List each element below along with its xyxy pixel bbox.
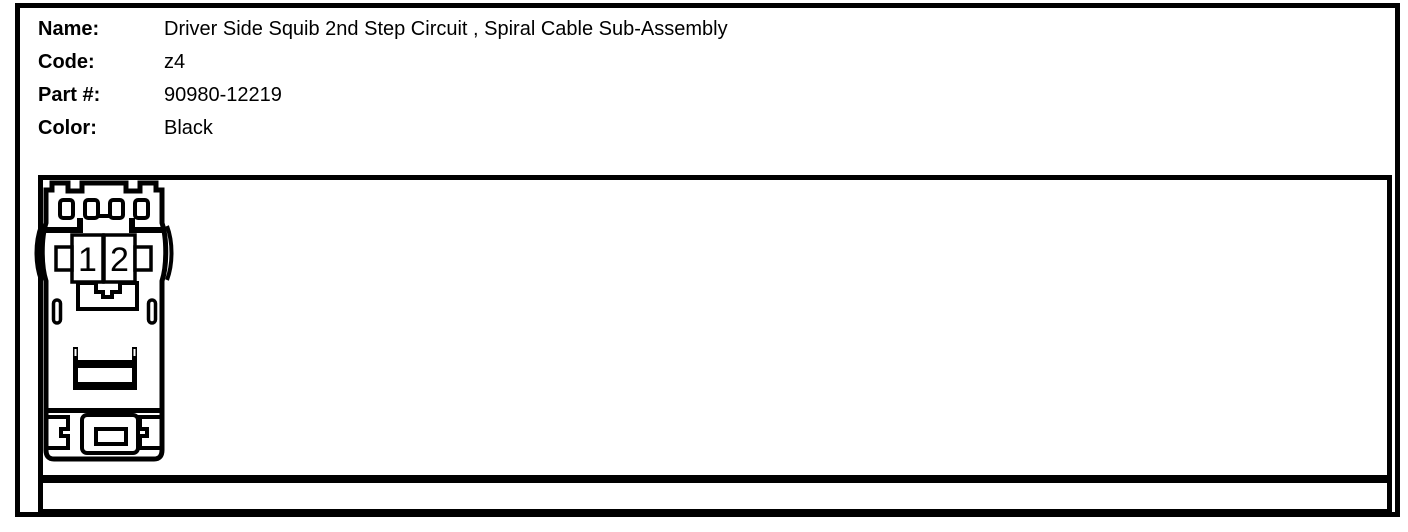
right-shelf — [129, 227, 162, 233]
diagram-area — [38, 175, 1392, 480]
hole-link-bar — [98, 214, 110, 218]
color-value: Black — [164, 117, 213, 139]
hole-1 — [58, 198, 75, 220]
connector-drawing: 1 2 — [34, 180, 174, 462]
hole-2 — [83, 198, 100, 220]
name-label: Name: — [38, 18, 100, 40]
notched-plate — [76, 281, 139, 311]
pin-1-label: 1 — [78, 241, 97, 279]
header-row-name: Name: Driver Side Squib 2nd Step Circuit… — [38, 13, 1378, 46]
right-wing-arc — [165, 225, 174, 281]
empty-bottom-strip — [38, 478, 1392, 514]
left-shelf — [46, 227, 77, 233]
left-side-slot — [51, 298, 63, 325]
code-label: Code: — [38, 51, 95, 73]
header-row-code: Code: z4 — [38, 46, 1378, 79]
left-wing-arc — [34, 225, 43, 281]
hole-3 — [108, 198, 125, 220]
right-side-slot — [146, 298, 158, 325]
header-row-color: Color: Black — [38, 112, 1378, 145]
u-channel — [73, 347, 137, 390]
bottom-center-slot — [94, 427, 128, 446]
body-divider-line — [46, 408, 162, 413]
hole-4 — [133, 198, 150, 220]
name-value: Driver Side Squib 2nd Step Circuit , Spi… — [164, 18, 728, 40]
connector-info-header: Name: Driver Side Squib 2nd Step Circuit… — [38, 13, 1378, 145]
part-number-label: Part #: — [38, 84, 101, 106]
left-bottom-bracket — [46, 415, 70, 450]
part-number-value: 90980-12219 — [164, 84, 282, 106]
code-value: z4 — [164, 51, 186, 73]
right-lock-tab — [133, 245, 153, 272]
pin-2-label: 2 — [110, 241, 129, 279]
bottom-center-box — [80, 413, 140, 455]
header-row-part-number: Part #: 90980-12219 — [38, 79, 1378, 112]
right-riser — [129, 218, 135, 233]
left-riser — [77, 218, 83, 233]
color-label: Color: — [38, 117, 97, 139]
left-lock-tab — [54, 245, 74, 272]
